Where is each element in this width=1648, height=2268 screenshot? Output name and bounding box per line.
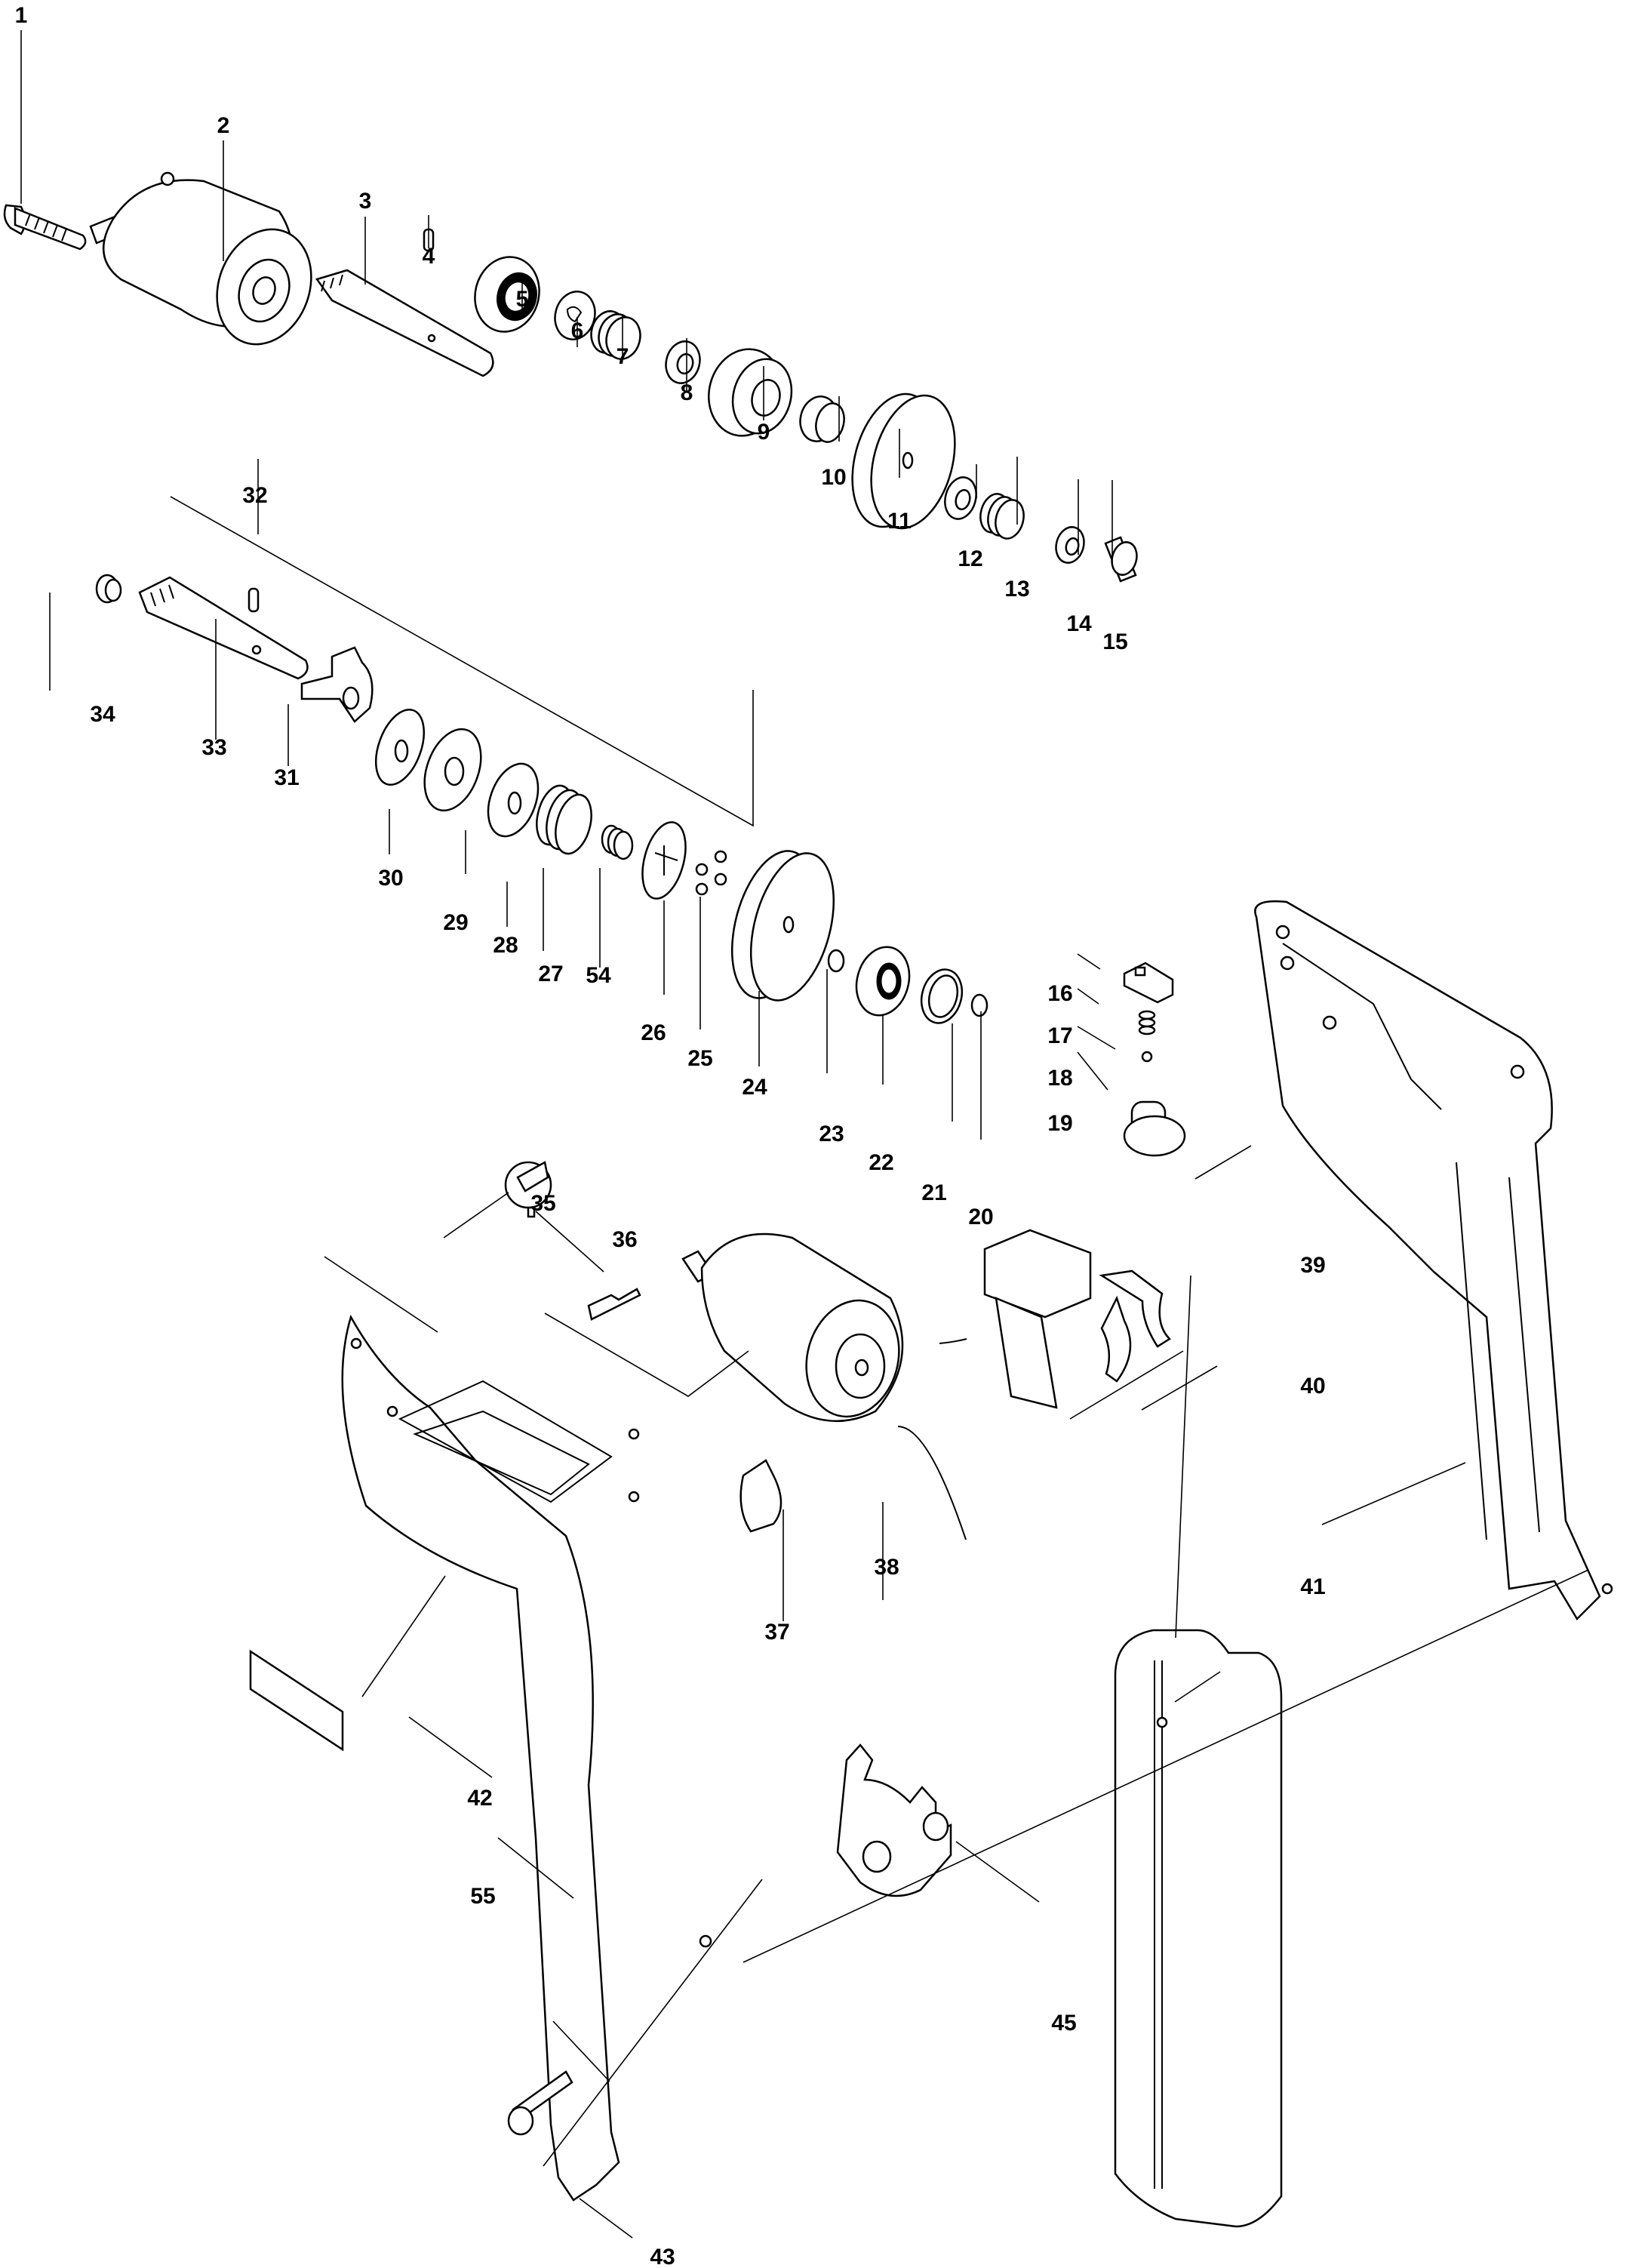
- part-32-pin: [248, 587, 260, 613]
- part-20-retaining-ring: [970, 993, 988, 1017]
- part-23-flat-washer: [827, 949, 845, 973]
- part-12-flat-washer: [944, 476, 977, 520]
- leader-lines: [20, 30, 1589, 2239]
- callout-31: 31: [274, 765, 299, 790]
- callout-11: 11: [887, 509, 912, 534]
- callout-labels: 1 2 3 4 5 6 7 8 9 10 11 12 13 14 15 16 1…: [15, 3, 1326, 2268]
- part-29-needle-bearing: [423, 728, 482, 812]
- callout-36: 36: [612, 1227, 637, 1252]
- callout-3: 3: [359, 189, 372, 214]
- part-2-drill-chuck: [89, 171, 312, 346]
- part-41-battery: [1114, 1629, 1283, 2228]
- callout-24: 24: [742, 1075, 767, 1100]
- part-27-compression-spring: [536, 784, 592, 855]
- callout-29: 29: [443, 910, 468, 935]
- part-36-leaf-spring: [587, 1288, 641, 1321]
- part-55-housing-left: [341, 1314, 712, 2202]
- part-6-retaining-ring: [554, 291, 596, 340]
- callout-12: 12: [958, 546, 982, 571]
- callout-38: 38: [874, 1555, 899, 1580]
- callout-43: 43: [650, 2245, 675, 2268]
- callout-17: 17: [1047, 1023, 1072, 1048]
- callout-39: 39: [1300, 1253, 1325, 1278]
- callout-23: 23: [819, 1122, 844, 1146]
- callout-19: 19: [1047, 1111, 1072, 1136]
- part-34-sleeve: [95, 574, 122, 604]
- part-42-name-plate: [249, 1649, 344, 1752]
- part-43-tapping-screw: [507, 2070, 573, 2136]
- callout-14: 14: [1066, 611, 1092, 636]
- callout-30: 30: [378, 866, 403, 891]
- part-35-reversing-lever: [504, 1161, 552, 1218]
- part-24-spur-gear: [730, 850, 835, 1002]
- part-10-sleeve: [799, 395, 845, 443]
- part-7-compression-spring: [590, 310, 641, 360]
- callout-34: 34: [90, 702, 115, 727]
- part-38-dc-motor: [681, 1232, 967, 1540]
- part-18-steel-ball: [1141, 1051, 1153, 1063]
- part-11-spur-gear: [851, 392, 956, 530]
- callout-32: 32: [242, 483, 267, 508]
- part-14-flat-washer: [1055, 526, 1085, 564]
- part-28-flat-washer: [487, 762, 540, 838]
- part-22-ball-bearing: [855, 946, 911, 1017]
- callout-40: 40: [1300, 1374, 1325, 1399]
- callout-5: 5: [516, 287, 529, 312]
- callout-37: 37: [764, 1620, 789, 1645]
- part-9-clutch-cam: [708, 348, 793, 437]
- part-15-sleeve: [1104, 536, 1138, 583]
- callout-42: 42: [467, 1786, 492, 1811]
- callout-9: 9: [758, 420, 770, 445]
- part-3-spindle: [315, 269, 494, 377]
- callout-1: 1: [15, 3, 28, 28]
- part-8-flat-washer: [665, 340, 701, 384]
- part-37-motor-clip: [739, 1459, 782, 1533]
- part-1-screw: [3, 204, 87, 251]
- callout-7: 7: [616, 344, 629, 369]
- callout-18: 18: [1047, 1066, 1072, 1091]
- callout-54: 54: [586, 963, 611, 988]
- part-30-flat-washer: [374, 708, 426, 786]
- callout-33: 33: [201, 735, 226, 760]
- part-26-cam: [641, 821, 687, 900]
- callout-6: 6: [571, 319, 584, 343]
- part-54-compression-spring: [601, 824, 634, 860]
- part-5-ball-bearing: [474, 256, 540, 333]
- callout-16: 16: [1047, 981, 1072, 1006]
- callout-26: 26: [641, 1020, 666, 1045]
- part-31-bearing-retainer: [300, 646, 374, 723]
- part-13-compression-spring: [979, 493, 1025, 540]
- callout-22: 22: [869, 1150, 893, 1175]
- callout-45: 45: [1051, 2011, 1076, 2036]
- callout-10: 10: [821, 465, 846, 490]
- callout-15: 15: [1102, 629, 1127, 654]
- callout-55: 55: [470, 1884, 495, 1909]
- bracket-line: [170, 496, 754, 827]
- callout-13: 13: [1004, 577, 1029, 602]
- callout-2: 2: [217, 113, 230, 138]
- callout-25: 25: [687, 1046, 712, 1071]
- part-17-compression-spring: [1138, 1010, 1156, 1036]
- callout-20: 20: [968, 1205, 993, 1229]
- part-40-housing-right: [1254, 900, 1613, 1621]
- part-25-steel-ball: [695, 850, 727, 896]
- part-21-flat-washer: [920, 968, 964, 1024]
- part-33-spindle: [138, 576, 309, 680]
- part-39-switch: [983, 1229, 1171, 1409]
- callout-21: 21: [921, 1180, 946, 1205]
- callout-35: 35: [530, 1191, 555, 1216]
- part-45-terminal: [836, 1743, 952, 1897]
- callout-4: 4: [423, 244, 435, 269]
- callout-27: 27: [538, 962, 563, 986]
- callout-8: 8: [681, 380, 693, 405]
- callout-28: 28: [493, 933, 518, 958]
- part-19-change-lever: [1123, 1100, 1186, 1157]
- part-16-lock-plate: [1123, 962, 1174, 1004]
- callout-41: 41: [1300, 1574, 1325, 1599]
